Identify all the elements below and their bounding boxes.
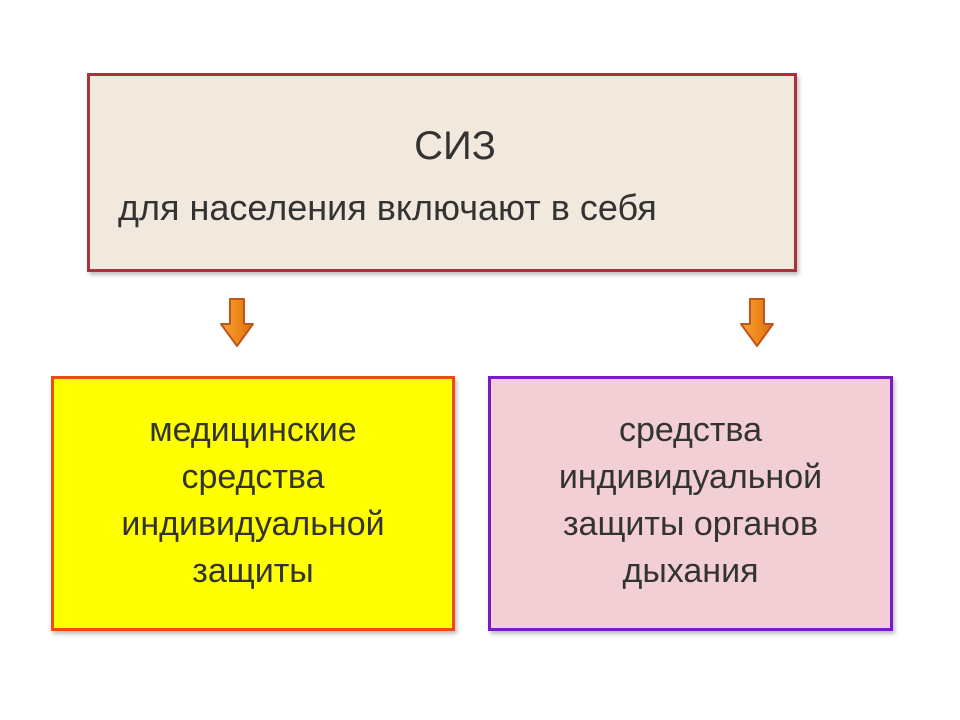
top-box-subtitle: для населения включают в себя	[118, 187, 657, 228]
top-box: СИЗ для населения включают в себя	[87, 73, 797, 272]
top-box-title: СИЗ	[414, 124, 496, 168]
right-box: средства индивидуальной защиты органов д…	[488, 376, 893, 631]
down-arrow-icon	[740, 298, 774, 347]
left-box: медицинские средства индивидуальной защи…	[51, 376, 455, 631]
right-box-text: средства индивидуальной защиты органов д…	[558, 410, 823, 590]
left-box-text: медицинские средства индивидуальной защи…	[121, 410, 385, 590]
down-arrow-icon	[220, 298, 254, 347]
